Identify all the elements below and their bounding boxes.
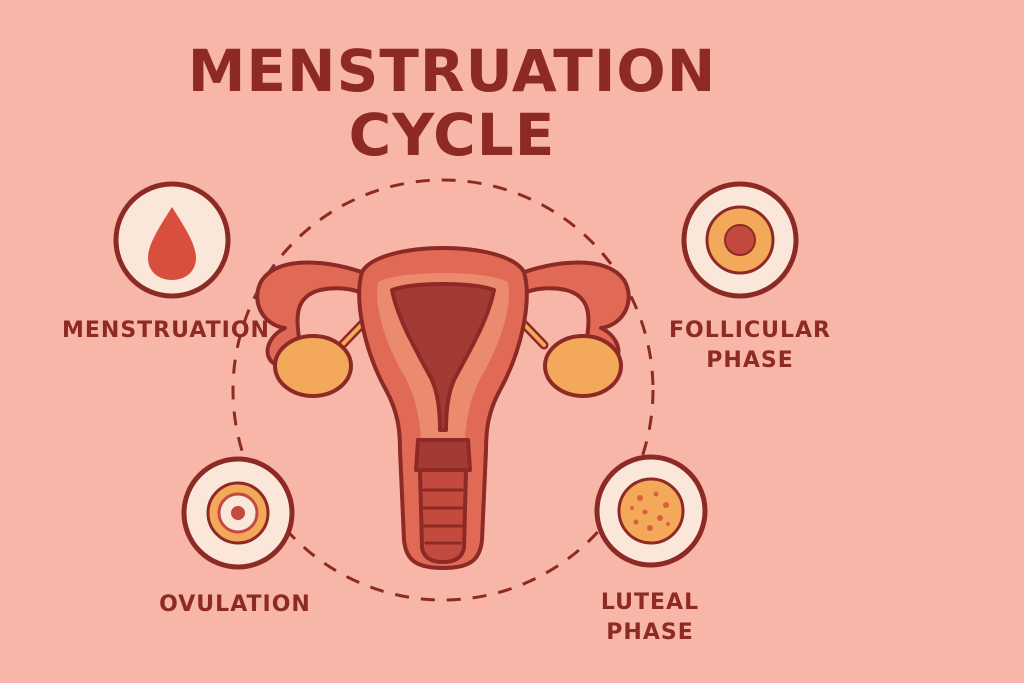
blood-drop-icon [148, 207, 196, 280]
left-ovary [273, 334, 353, 398]
follicle-icon [705, 205, 775, 275]
luteal-phase-icon [594, 454, 708, 568]
title-line-2: CYCLE [348, 101, 556, 169]
ovulation-label: OVULATION [150, 590, 320, 620]
menstruation-label: MENSTRUATION [62, 316, 269, 346]
ovulation-label-text: OVULATION [159, 592, 311, 617]
left-fallopian-tube [255, 260, 377, 367]
follicular-label-line-1: FOLLICULAR [669, 318, 831, 343]
vaginal-canal [418, 468, 468, 564]
uterus-illustration [255, 246, 631, 570]
luteal-phase-label: LUTEAL PHASE [575, 588, 725, 648]
follicular-phase-icon [681, 181, 799, 299]
menstruation-label-text: MENSTRUATION [62, 318, 270, 343]
menstruation-phase-icon [113, 181, 231, 299]
follicular-phase-label: FOLLICULAR PHASE [665, 316, 835, 376]
cycle-dashed-circle [231, 178, 655, 602]
ovulation-phase-icon [181, 456, 295, 570]
corpus-luteum-icon [617, 477, 685, 545]
right-ovary [543, 334, 623, 398]
cervix [414, 438, 472, 472]
luteal-label-line-1: LUTEAL [600, 590, 700, 615]
uterine-cavity [390, 282, 496, 432]
luteal-label-line-2: PHASE [606, 620, 694, 645]
ovum-icon [206, 481, 270, 545]
title-line-1: MENSTRUATION [187, 37, 717, 105]
follicular-label-line-2: PHASE [706, 348, 794, 373]
